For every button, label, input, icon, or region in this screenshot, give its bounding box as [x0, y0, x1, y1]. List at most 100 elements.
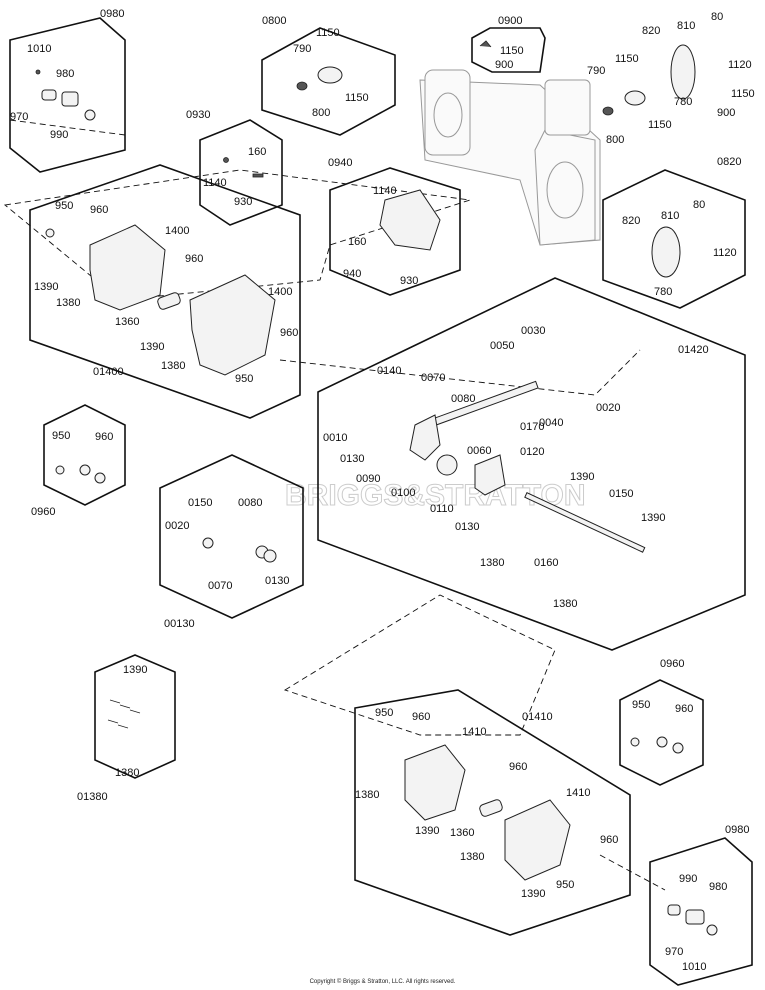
- callout: 810: [677, 20, 695, 32]
- group-00130: 00130 0150 0080 0020 0070 0130: [159, 454, 304, 630]
- callout: 0160: [534, 557, 558, 569]
- callout: 0090: [356, 473, 380, 485]
- callout: 790: [293, 43, 311, 55]
- callout: 1150: [345, 92, 369, 104]
- bearing-part: [706, 924, 718, 936]
- spacer-part: [479, 799, 503, 817]
- bushing-part: [296, 81, 308, 91]
- callout: 950: [556, 879, 574, 891]
- auger-housing-background: [419, 69, 601, 246]
- chute-cover-part: [379, 189, 441, 251]
- bolt-part: [252, 173, 264, 178]
- callout: 950: [632, 699, 650, 711]
- callout: 0070: [208, 580, 232, 592]
- callout: 950: [55, 200, 73, 212]
- group-01420: 01420 0140 0070 0080 0050 0030 0040 0020…: [317, 277, 746, 651]
- bearing-part: [84, 109, 96, 121]
- callout: 960: [600, 834, 618, 846]
- callout: 960: [280, 327, 298, 339]
- group-label: 0800: [262, 15, 286, 27]
- callout: 960: [509, 761, 527, 773]
- callout: 1390: [570, 471, 594, 483]
- spacer-part: [157, 292, 181, 310]
- callout: 790: [587, 65, 605, 77]
- callout: 800: [312, 107, 330, 119]
- screw-part: [35, 69, 41, 75]
- callout: 1400: [268, 286, 292, 298]
- callout: 810: [661, 210, 679, 222]
- callout: 0130: [455, 521, 479, 533]
- callout: 820: [622, 215, 640, 227]
- callout: 950: [375, 707, 393, 719]
- callout: 0080: [238, 497, 262, 509]
- callout: 1150: [731, 88, 755, 100]
- callout: 80: [693, 199, 705, 211]
- callout: 900: [717, 107, 735, 119]
- callout: 0100: [391, 487, 415, 499]
- bushing-part: [79, 464, 91, 476]
- wheel-part: [651, 226, 681, 278]
- bracket-part: [317, 66, 343, 84]
- group-0980-bottom-right: 0980 990 980 970 1010: [649, 824, 753, 986]
- callout: 1150: [615, 53, 639, 65]
- callout: 1390: [140, 341, 164, 353]
- callout: 1400: [165, 225, 189, 237]
- bushing-part: [94, 472, 106, 484]
- callout: 1120: [713, 247, 737, 259]
- callout: 0130: [340, 453, 364, 465]
- group-label: 0980: [725, 824, 749, 836]
- wheel-assembly-top-right: 820 810 80 1150 790 1120 780 1150 900 80…: [587, 11, 755, 146]
- flange-bearing-part: [61, 91, 79, 107]
- callout: 780: [654, 286, 672, 298]
- callout: 0050: [490, 340, 514, 352]
- callout: 780: [674, 96, 692, 108]
- callout: 1150: [648, 119, 672, 131]
- callout: 1380: [355, 789, 379, 801]
- callout: 1380: [460, 851, 484, 863]
- group-label: 0820: [717, 156, 741, 168]
- callout: 1410: [462, 726, 486, 738]
- group-01400: 01400 950 960 1400 960 1390 1380 1400 13…: [29, 164, 301, 419]
- callout: 970: [665, 946, 683, 958]
- group-label: 0930: [186, 109, 210, 121]
- callout: 1380: [480, 557, 504, 569]
- group-0960-left: 0960 950 960: [31, 404, 126, 518]
- callout: 0150: [188, 497, 212, 509]
- callout: 1360: [115, 316, 139, 328]
- group-0960-right: 0960 950 960: [619, 658, 704, 786]
- callout: 990: [679, 873, 697, 885]
- group-0980-top-left: 0980 1010 980 970 990: [9, 8, 126, 173]
- callout: 1360: [450, 827, 474, 839]
- callout: 1380: [161, 360, 185, 372]
- washer-part: [45, 228, 55, 238]
- callout: 930: [234, 196, 252, 208]
- bolt-part: [107, 699, 141, 729]
- group-0800: 0800 1150 790 1150 800: [261, 15, 396, 136]
- group-label: 01400: [93, 366, 124, 378]
- washer-part: [202, 537, 214, 549]
- group-01380: 01380 1390 1380: [77, 654, 176, 803]
- callout: 970: [10, 111, 28, 123]
- washer-part: [263, 549, 277, 563]
- callout: 960: [412, 711, 430, 723]
- group-label: 00130: [164, 618, 195, 630]
- auger-flight-part: [89, 224, 166, 311]
- callout: 1390: [34, 281, 58, 293]
- group-label: 01420: [678, 344, 709, 356]
- callout: 0040: [539, 417, 563, 429]
- callout: 0080: [451, 393, 475, 405]
- callout: 990: [50, 129, 68, 141]
- callout: 0020: [165, 520, 189, 532]
- group-label: 0960: [660, 658, 684, 670]
- callout: 1150: [500, 45, 524, 57]
- callout: 950: [235, 373, 253, 385]
- group-0900: 0900 1150 900: [471, 15, 546, 73]
- copyright-notice: Copyright © Briggs & Stratton, LLC. All …: [309, 979, 456, 985]
- group-label: 0960: [31, 506, 55, 518]
- callout: 900: [495, 59, 513, 71]
- callout: 940: [343, 268, 361, 280]
- bushing-part: [656, 736, 668, 748]
- callout: 0010: [323, 432, 347, 444]
- group-label: 01410: [522, 711, 553, 723]
